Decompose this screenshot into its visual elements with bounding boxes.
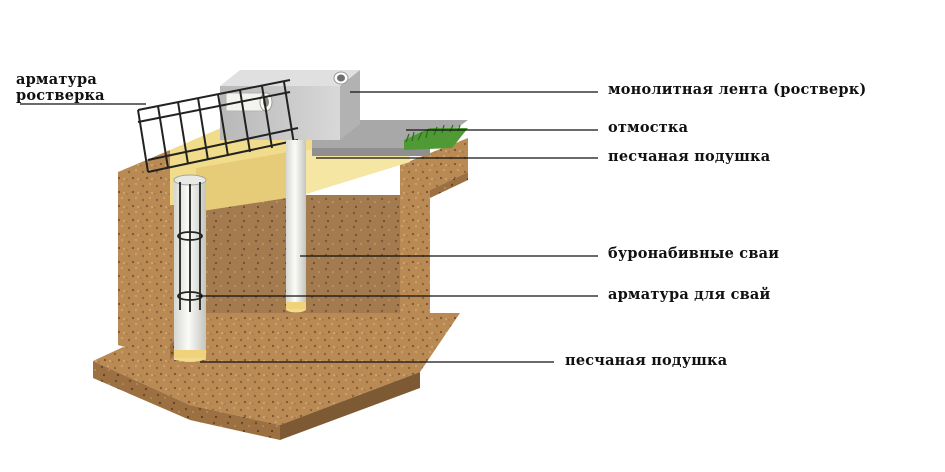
label-sand-cushion-top: песчаная подушка	[608, 148, 771, 165]
label-blind-area: отмостка	[608, 119, 689, 136]
label-pile-rebar: арматура для свай	[608, 286, 771, 303]
right-pile	[286, 140, 306, 313]
grillage-rebar-cage	[137, 79, 299, 173]
right-soil-block	[400, 138, 468, 345]
label-bored-piles: буронабивные сваи	[608, 245, 780, 262]
label-rebar-grillage-line2: ростверка	[16, 87, 105, 104]
left-pile	[173, 174, 207, 362]
label-sand-cushion-bottom: песчаная подушка	[565, 352, 728, 369]
label-monolithic-strip: монолитная лента (ростверк)	[608, 81, 867, 98]
label-rebar-grillage-line1: арматура	[16, 71, 97, 88]
leader-lines	[20, 91, 598, 363]
grass-patch	[404, 124, 468, 150]
